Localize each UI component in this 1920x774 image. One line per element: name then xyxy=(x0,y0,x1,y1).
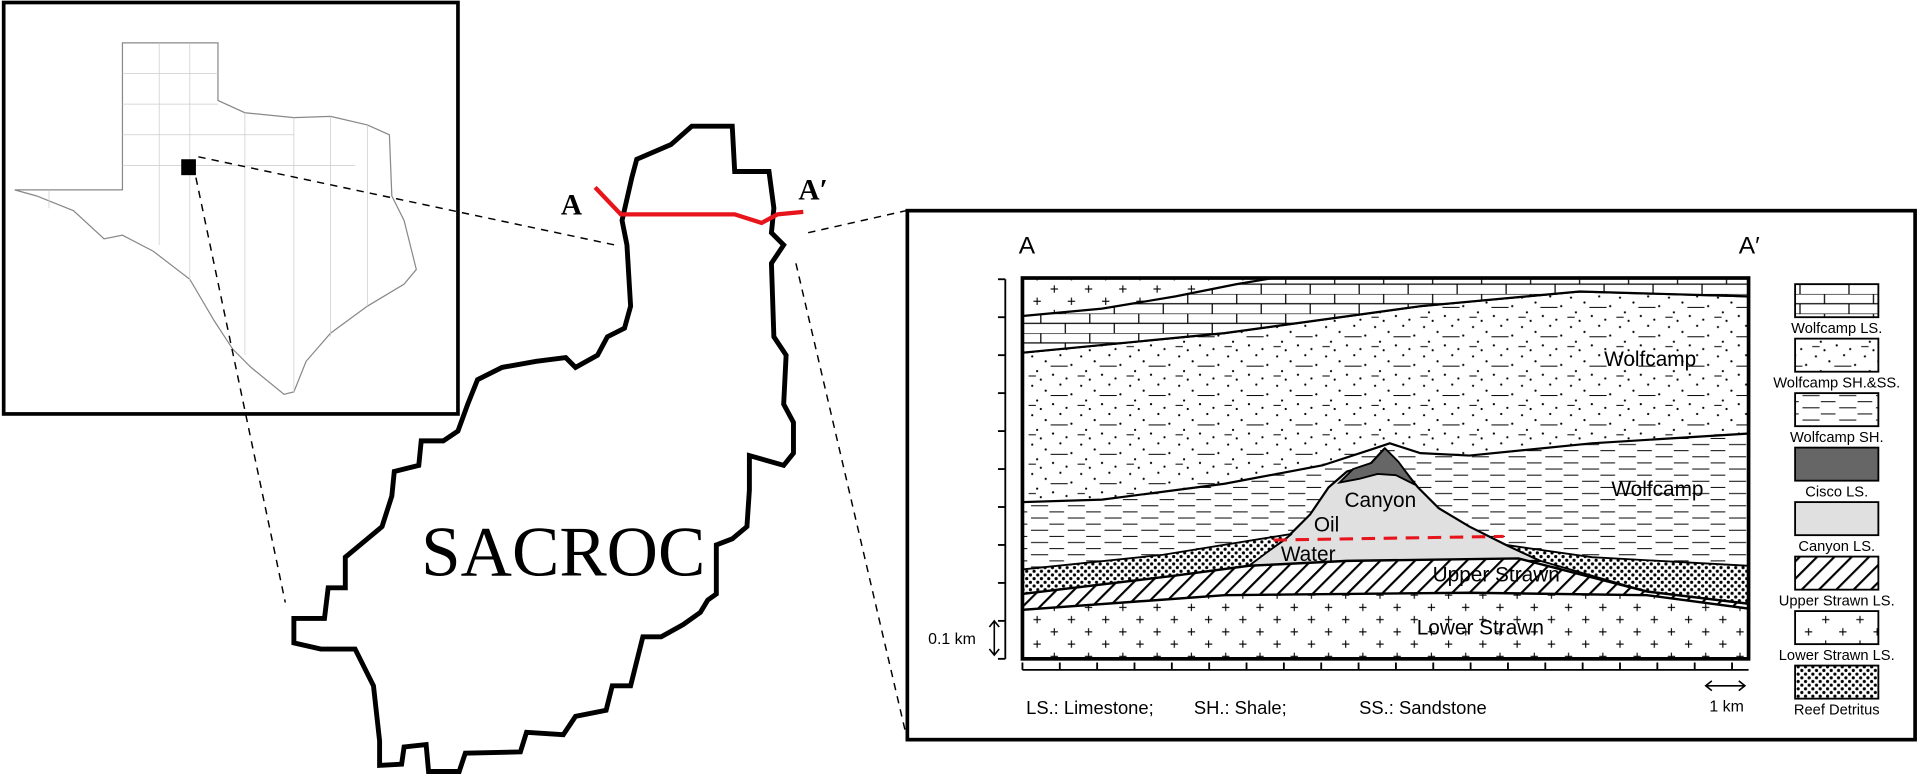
legend-label: Canyon LS. xyxy=(1798,539,1875,555)
cisco-limestone-layer xyxy=(1336,446,1417,486)
texas-outline xyxy=(14,42,417,396)
strata-labels: Wolfcamp Wolfcamp Canyon Oil Water Upper… xyxy=(1281,348,1704,639)
upper-strawn-label: Upper Strawn xyxy=(1433,564,1560,587)
section-line-a-a-prime xyxy=(593,185,804,226)
legend-label: Wolfcamp SH. xyxy=(1790,430,1884,446)
abbr-shale: SH.: Shale; xyxy=(1194,697,1287,718)
point-a-prime-label: A′ xyxy=(798,175,827,207)
legend-swatch-brick xyxy=(1794,283,1880,319)
point-a-label: A xyxy=(561,189,582,221)
connector-lines xyxy=(195,156,907,735)
sacroc-field-outline xyxy=(291,123,796,774)
legend-swatch-dark xyxy=(1794,446,1880,482)
legend-swatch-plus xyxy=(1794,610,1880,646)
vertical-scale-arrow xyxy=(988,619,1000,657)
water-label: Water xyxy=(1281,543,1336,566)
vertical-scale-ticks xyxy=(997,278,1007,660)
legend-label: Upper Strawn LS. xyxy=(1779,594,1895,610)
horizontal-scale-ticks xyxy=(1021,662,1749,671)
vertical-scale-label: 0.1 km xyxy=(928,631,976,648)
abbr-sandstone: SS.: Sandstone xyxy=(1359,697,1487,718)
strata xyxy=(1020,276,1751,661)
lower-strawn-label: Lower Strawn xyxy=(1417,616,1544,639)
legend-swatch-hatch xyxy=(1794,555,1880,591)
oil-label: Oil xyxy=(1314,513,1339,536)
legend-label: Reef Detritus xyxy=(1794,703,1880,719)
legend-swatch-light xyxy=(1794,501,1880,537)
oil-water-contact xyxy=(1273,534,1504,542)
field-name-label: SACROC xyxy=(421,514,705,592)
legend: Wolfcamp LS. Wolfcamp SH.&SS. Wolfcamp SH.… xyxy=(1773,283,1900,719)
legend-swatch-dots-dashes xyxy=(1794,337,1880,373)
section-left-label: A xyxy=(1019,233,1036,260)
legend-label: Cisco LS. xyxy=(1805,485,1868,501)
legend-label: Lower Strawn LS. xyxy=(1779,648,1895,664)
abbr-limestone: LS.: Limestone; xyxy=(1026,697,1154,718)
legend-swatch-coarse-dots xyxy=(1794,664,1880,700)
legend-label: Wolfcamp LS. xyxy=(1791,321,1882,337)
texas-inset xyxy=(1,0,460,416)
section-right-label: A′ xyxy=(1739,233,1760,260)
legend-swatch-dashes xyxy=(1794,392,1880,428)
sacroc-location-marker xyxy=(181,159,196,176)
cross-section-panel: A A′ Wolfcamp Wolfcamp Canyon Oil Water … xyxy=(905,208,1917,742)
horizontal-scale-arrow xyxy=(1704,680,1747,692)
horizontal-scale-label: 1 km xyxy=(1709,698,1743,715)
section-frame xyxy=(1020,276,1751,661)
legend-label: Wolfcamp SH.&SS. xyxy=(1773,376,1900,392)
wolfcamp-upper-label: Wolfcamp xyxy=(1604,348,1696,371)
canyon-label: Canyon xyxy=(1344,489,1416,512)
wolfcamp-lower-label: Wolfcamp xyxy=(1611,478,1703,501)
